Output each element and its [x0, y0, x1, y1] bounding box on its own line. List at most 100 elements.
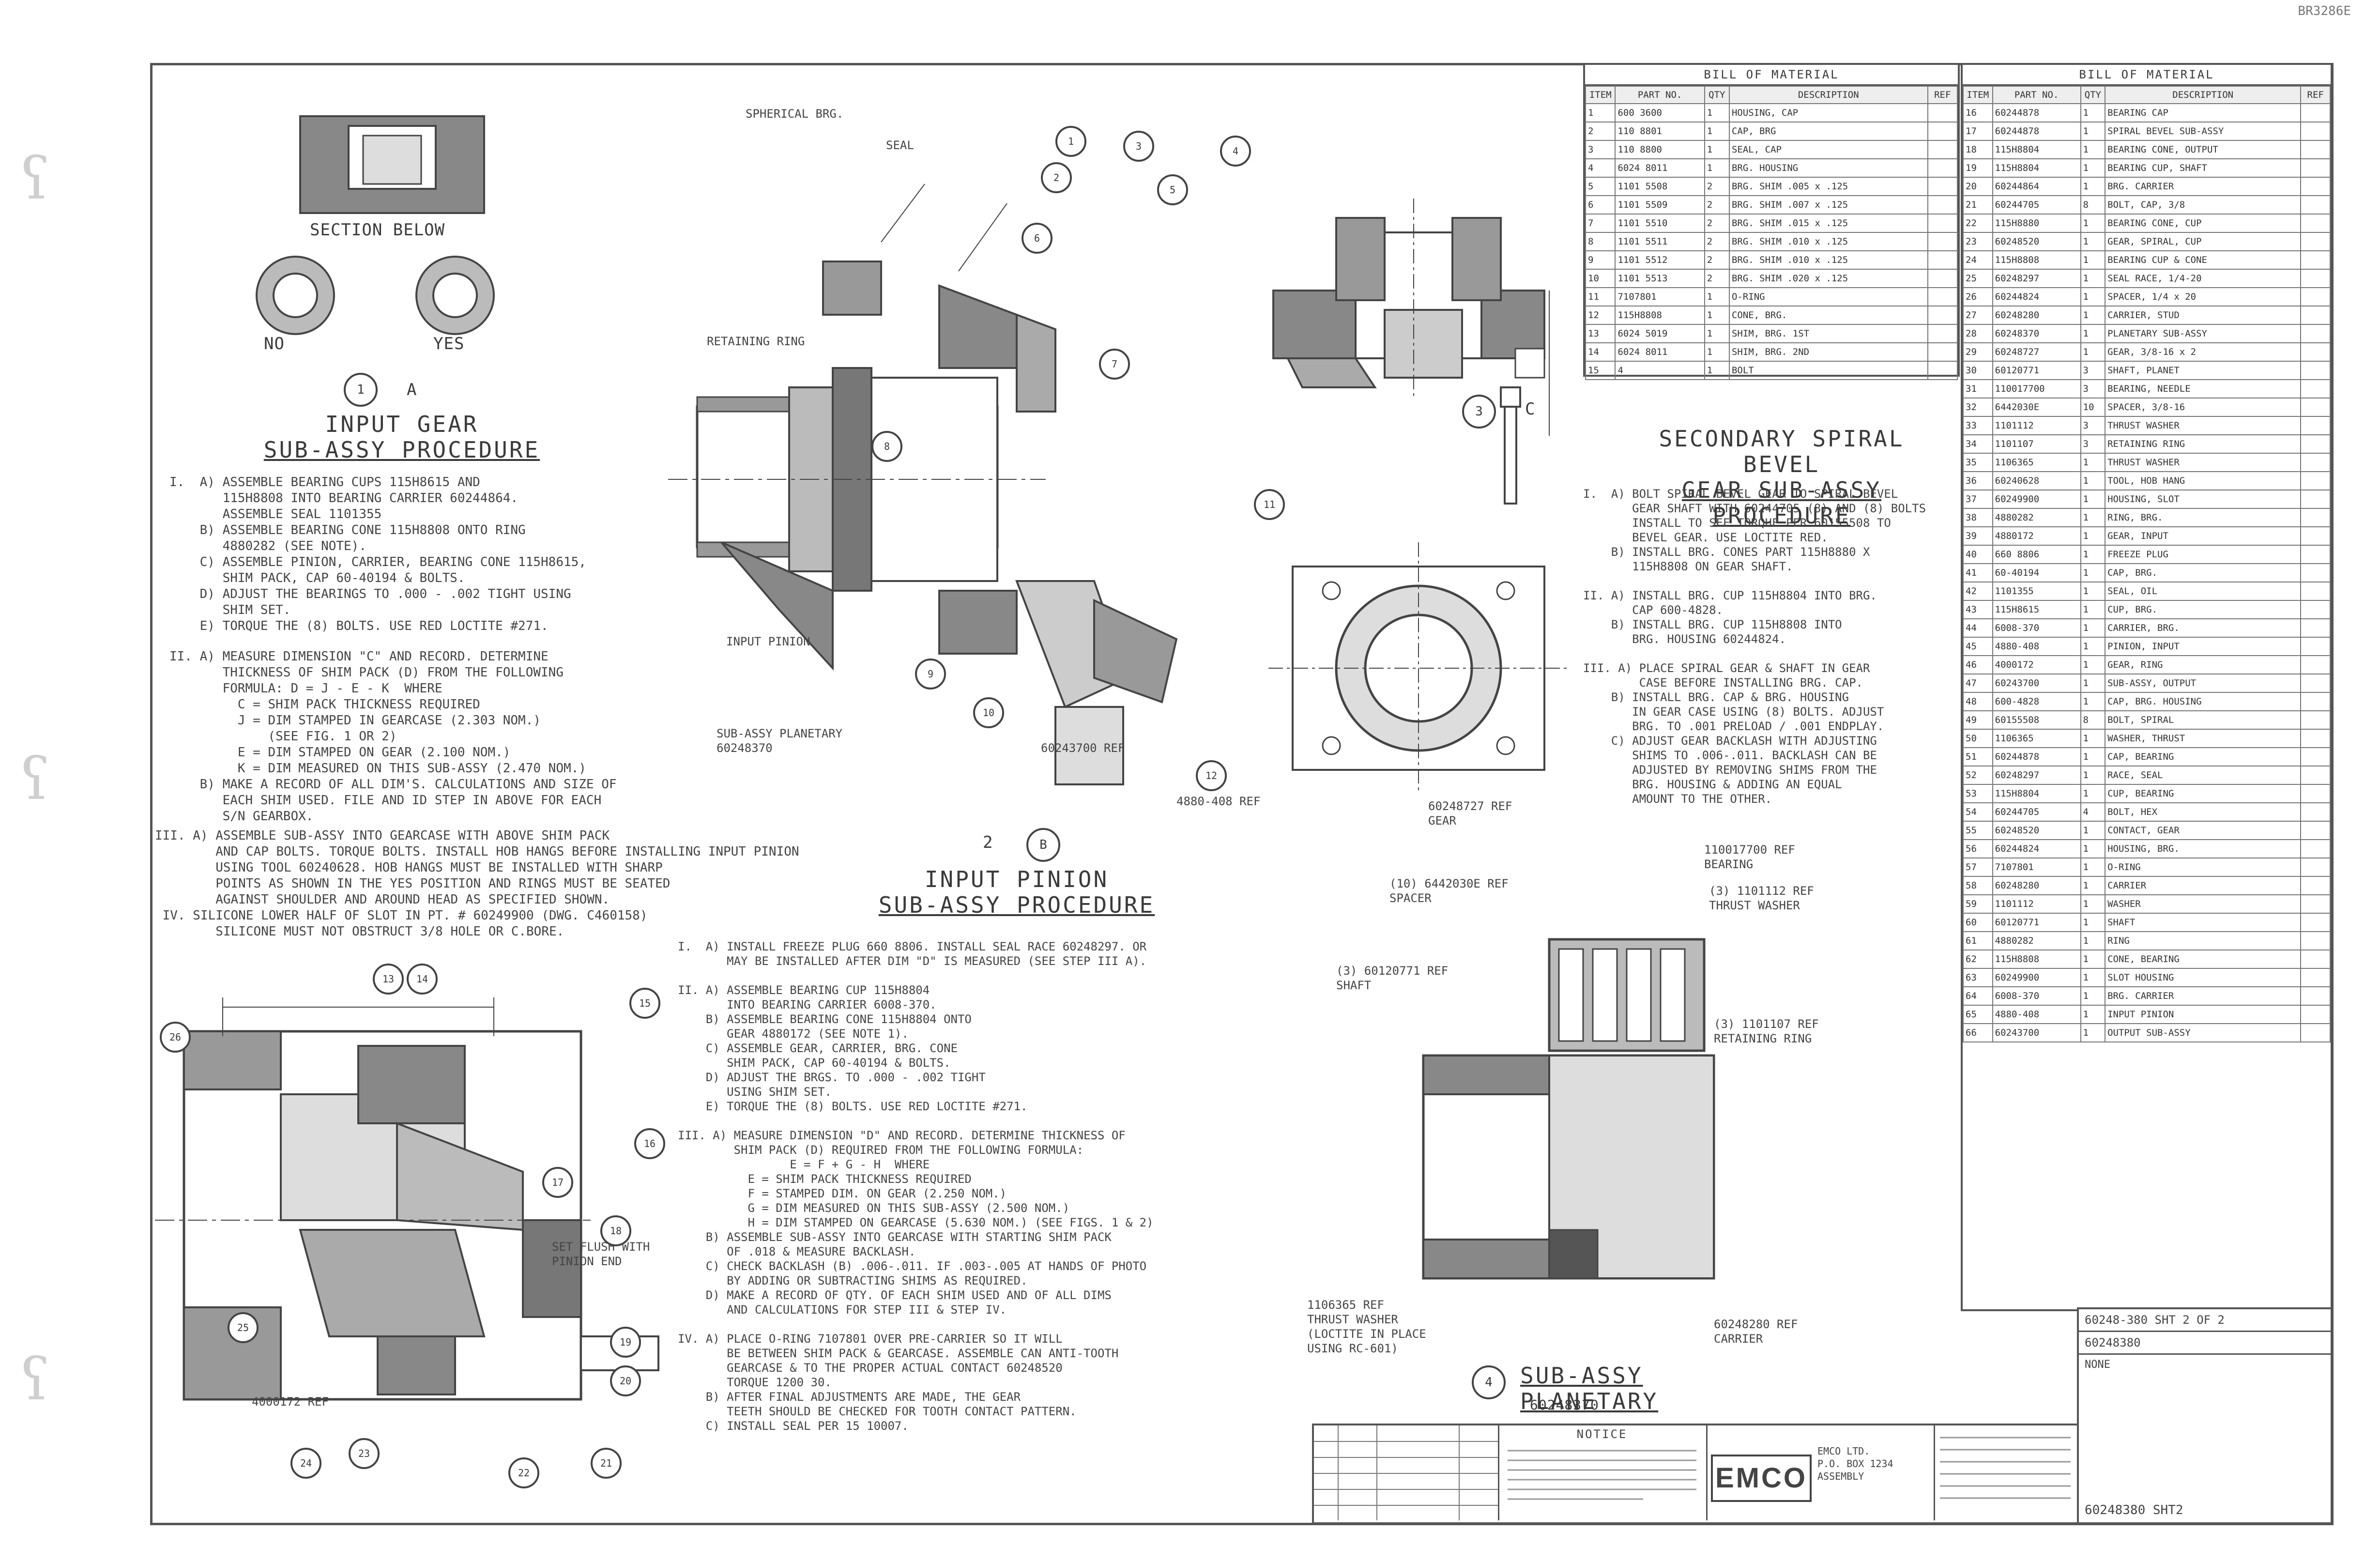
bom-right-cell: 1	[2080, 508, 2106, 527]
bom-right-cell: 1	[2080, 545, 2106, 564]
bom-right-cell: 1	[2080, 618, 2106, 638]
bom-right-cell: 115H8808	[1992, 250, 2081, 270]
bom-right-cell: 1101112	[1992, 416, 2081, 435]
bom-right-cell: 1	[2080, 894, 2106, 914]
bom-right-cell: 4880172	[1992, 526, 2081, 546]
bom-right-cell: GEAR, INPUT	[2105, 526, 2302, 546]
bom-right-cell: 31	[1963, 379, 1993, 398]
drawing-reference: BR3286E	[2298, 4, 2351, 18]
bom-right-cell: 115H8804	[1992, 140, 2081, 159]
bill-of-material-left: BILL OF MATERIAL ITEM PART NO. QTY DESCR…	[1583, 63, 1960, 380]
bom-right-header: REF	[2300, 86, 2331, 104]
item-bubble: 12	[1196, 760, 1227, 791]
bom-right-cell: RING	[2105, 931, 2302, 950]
approval-block	[1934, 1425, 2080, 1520]
bom-right-cell: 115H8615	[1992, 600, 2081, 619]
bom-right-cell	[2300, 508, 2331, 527]
bom-right-cell	[2300, 894, 2331, 914]
bom-right-cell	[2300, 655, 2331, 674]
bom-right-cell: 1	[2080, 526, 2106, 546]
bom-right-cell: 115H8804	[1992, 158, 2081, 178]
bom-right-cell: 49	[1963, 710, 1993, 730]
bom-right-cell: CONTACT, GEAR	[2105, 821, 2302, 840]
callout-gear: 60248727 REF GEAR	[1428, 799, 1512, 827]
item-bubble: 1	[1055, 126, 1086, 157]
bom-left-cell	[1927, 306, 1958, 325]
bom-left-cell: 1	[1704, 103, 1730, 123]
bom-left-cell: CAP, BRG	[1728, 122, 1928, 141]
item-bubble: 10	[973, 697, 1004, 728]
bom-right-cell	[2300, 324, 2331, 343]
bom-right-cell: 6442030E	[1992, 398, 2081, 417]
bom-right-cell: 1	[2080, 747, 2106, 766]
bom-left-cell: 2	[1704, 177, 1730, 196]
bom-left-cell	[1927, 232, 1958, 251]
bom-right-header: QTY	[2080, 86, 2106, 104]
bom-right-cell	[2300, 674, 2331, 693]
bom-right-cell: 110017700	[1992, 379, 2081, 398]
section-4-number: 4	[1472, 1365, 1506, 1399]
bom-right-cell: CAP, BEARING	[2105, 747, 2302, 766]
bom-right-cell: 60248297	[1992, 766, 2081, 785]
bom-left-cell	[1927, 250, 1958, 270]
bom-right-cell: 1101355	[1992, 582, 2081, 601]
gearcase-cross-section-drawing	[155, 997, 659, 1401]
item-bubble: 17	[542, 1167, 573, 1198]
bom-right-cell: BEARING CUP & CONE	[2105, 250, 2302, 270]
bom-left-cell	[1927, 269, 1958, 288]
bom-right-cell: BOLT, SPIRAL	[2105, 710, 2302, 730]
bom-left-cell: BRG. SHIM .010 x .125	[1728, 250, 1928, 270]
bom-right-cell: 51	[1963, 747, 1993, 766]
bom-right-cell: FREEZE PLUG	[2105, 545, 2302, 564]
callout-spacer: (10) 6442030E REF SPACER	[1389, 877, 1509, 905]
bom-right-cell: 60244705	[1992, 195, 2081, 214]
bom-left-cell: 1	[1704, 158, 1730, 178]
bom-right-cell: SEAL, OIL	[2105, 582, 2302, 601]
bom-right-cell: HOUSING, BRG.	[2105, 839, 2302, 858]
item-bubble: 25	[228, 1312, 259, 1343]
bom-left-cell: 2	[1704, 269, 1730, 288]
bom-right-cell: 6008-370	[1992, 618, 2081, 638]
section-1-procedure-step-3: III. A) ASSEMBLE SUB-ASSY INTO GEARCASE …	[155, 828, 799, 939]
section-4-subassy-number: 60248370	[1530, 1397, 1599, 1413]
bom-right-cell: 1	[2080, 232, 2106, 251]
bom-right-cell: 56	[1963, 839, 1993, 858]
bom-right-cell: 18	[1963, 140, 1993, 159]
bom-left-cell: 1101 5508	[1615, 177, 1705, 196]
bom-left-cell: BRG. SHIM .007 x .125	[1728, 195, 1928, 214]
bom-left-cell: 2	[1704, 195, 1730, 214]
bom-right-cell: 1	[2080, 287, 2106, 306]
bolt-detail	[1500, 386, 1521, 505]
bom-right-cell: BOLT, HEX	[2105, 802, 2302, 822]
bom-right-cell	[2300, 398, 2331, 417]
yes-label: YES	[433, 334, 465, 353]
bom-left-cell: 1101 5512	[1615, 250, 1705, 270]
bom-right-cell: CAP, BRG. HOUSING	[2105, 692, 2302, 711]
bom-right-cell: 1	[2080, 103, 2106, 123]
bom-right-cell: 60155508	[1992, 710, 2081, 730]
bom-right-cell: 1	[2080, 306, 2106, 325]
bom-right-cell: 115H8804	[1992, 784, 2081, 803]
revision-grid	[1314, 1425, 1498, 1520]
bom-right-cell: 19	[1963, 158, 1993, 178]
bom-left-cell: 110 8800	[1615, 140, 1705, 159]
approval-grid	[1940, 1437, 2071, 1499]
bom-left-cell: 1	[1704, 122, 1730, 141]
item-bubble: 26	[160, 1022, 191, 1053]
bom-right-cell: 1	[2080, 986, 2106, 1006]
bom-right-cell: 38	[1963, 508, 1993, 527]
